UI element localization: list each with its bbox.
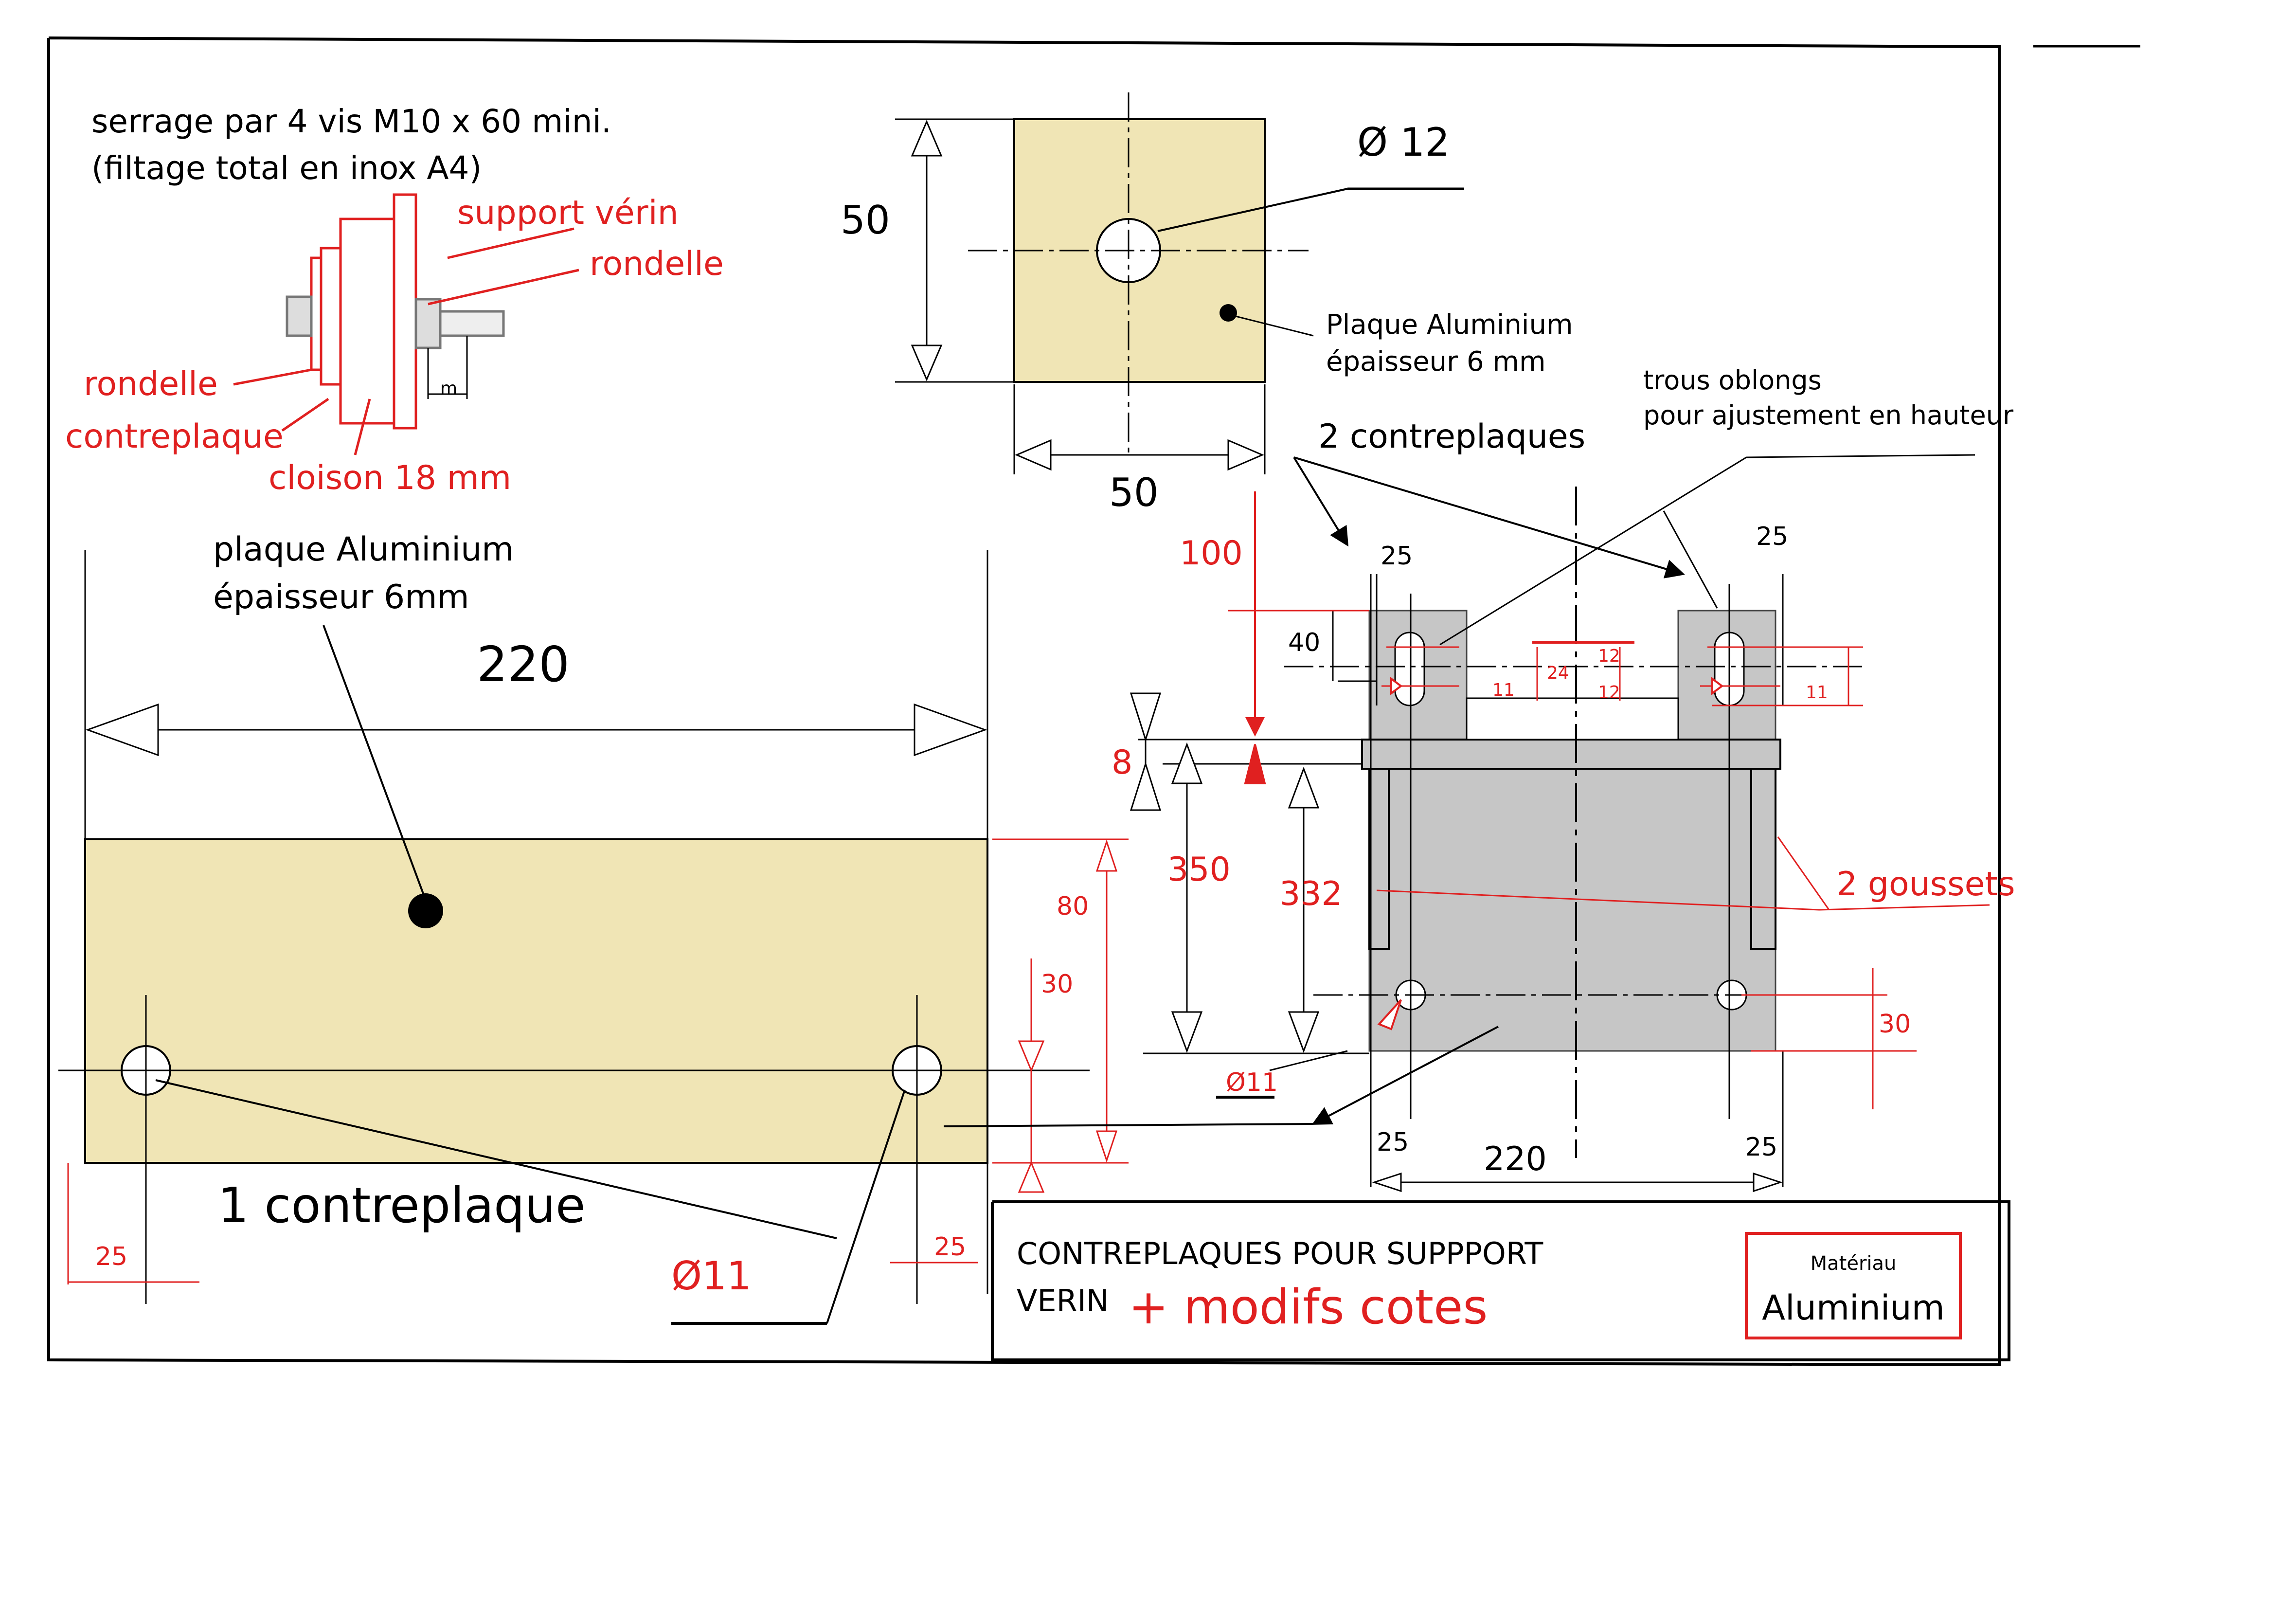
- square-plate: [895, 92, 1464, 474]
- side-view-trous-line2: pour ajustement en hauteur: [1643, 400, 2014, 431]
- long-plate-caption: 1 contreplaque: [218, 1177, 586, 1234]
- square-plate-label-line2: épaisseur 6 mm: [1326, 346, 1546, 378]
- side-view-trous-line1: trous oblongs: [1643, 365, 1822, 396]
- slot-dim-24: 24: [1547, 663, 1569, 683]
- gousset-left: [1368, 768, 1390, 950]
- long-plate-diameter: Ø11: [671, 1253, 752, 1299]
- assembly-sketch: [233, 193, 579, 455]
- side-view-dim-40: 40: [1288, 628, 1320, 657]
- label-dot: [408, 893, 443, 928]
- long-plate-label-line1: plaque Aluminium: [213, 530, 514, 569]
- label-contreplaque: contreplaque: [65, 417, 284, 456]
- side-view-top-left: 25: [1381, 542, 1413, 571]
- material-value: Aluminium: [1762, 1288, 1945, 1328]
- side-view-bottom-left: 25: [1377, 1128, 1409, 1157]
- note-serrage-line2: (filtage total en inox A4): [91, 149, 482, 187]
- square-plate-diameter: Ø 12: [1357, 120, 1450, 165]
- crossbar: [1361, 739, 1781, 770]
- square-plate-height: 50: [841, 198, 890, 243]
- slot-dim-12-top: 12: [1598, 646, 1620, 666]
- side-view-width: 220: [1484, 1140, 1547, 1178]
- label-rondelle-left: rondelle: [84, 365, 218, 403]
- material-label: Matériau: [1811, 1252, 1897, 1275]
- square-plate-width: 50: [1109, 470, 1159, 515]
- title-block: [991, 1200, 2010, 1362]
- label-dot: [1220, 304, 1237, 322]
- side-view-dim-8: 8: [1112, 743, 1132, 782]
- contreplaque-shape: [1368, 610, 1776, 1052]
- long-plate-height: 80: [1057, 892, 1089, 921]
- sheet-frame: [47, 36, 2140, 1367]
- long-plate: [58, 550, 1129, 1325]
- square-plate-label-line1: Plaque Aluminium: [1326, 309, 1573, 341]
- side-view: [943, 454, 1975, 1193]
- label-cloison: cloison 18 mm: [269, 459, 511, 497]
- title-line2: VERIN: [1017, 1283, 1109, 1319]
- long-plate-width: 220: [477, 636, 570, 693]
- side-view-dim-332: 332: [1279, 875, 1343, 913]
- side-view-red-annotations: [1228, 491, 1990, 1109]
- long-plate-label-line2: épaisseur 6mm: [213, 578, 469, 616]
- label-support-verin: support vérin: [457, 194, 679, 232]
- side-view-goussets: 2 goussets: [1836, 865, 2015, 904]
- slot-dim-11-right: 11: [1806, 683, 1828, 703]
- side-view-bottom-right: 25: [1745, 1133, 1777, 1162]
- label-rondelle-right: rondelle: [590, 245, 724, 283]
- assembly-m-label: m: [440, 379, 457, 398]
- title-line1: CONTREPLAQUES POUR SUPPPORT: [1017, 1236, 1543, 1271]
- side-view-dim-30: 30: [1879, 1010, 1911, 1039]
- side-view-caption: 2 contreplaques: [1318, 417, 1585, 456]
- gousset-right: [1750, 768, 1776, 950]
- slot-dim-12-bottom: 12: [1598, 683, 1620, 703]
- side-view-diameter: Ø11: [1226, 1068, 1278, 1097]
- long-plate-right-offset: 25: [934, 1232, 966, 1262]
- long-plate-left-offset: 25: [95, 1242, 127, 1271]
- long-plate-hole-offset: 30: [1041, 970, 1073, 999]
- slot-dim-11-left: 11: [1492, 680, 1515, 700]
- side-view-dim-350: 350: [1167, 850, 1231, 889]
- note-serrage-line1: serrage par 4 vis M10 x 60 mini.: [91, 103, 611, 140]
- slot-left: [1394, 632, 1425, 706]
- title-modifs: + modifs cotes: [1129, 1280, 1488, 1335]
- material-box: [1745, 1232, 1962, 1339]
- long-plate-body: [84, 838, 988, 1164]
- side-view-top-right: 25: [1756, 522, 1788, 551]
- side-view-dim-100: 100: [1180, 534, 1243, 573]
